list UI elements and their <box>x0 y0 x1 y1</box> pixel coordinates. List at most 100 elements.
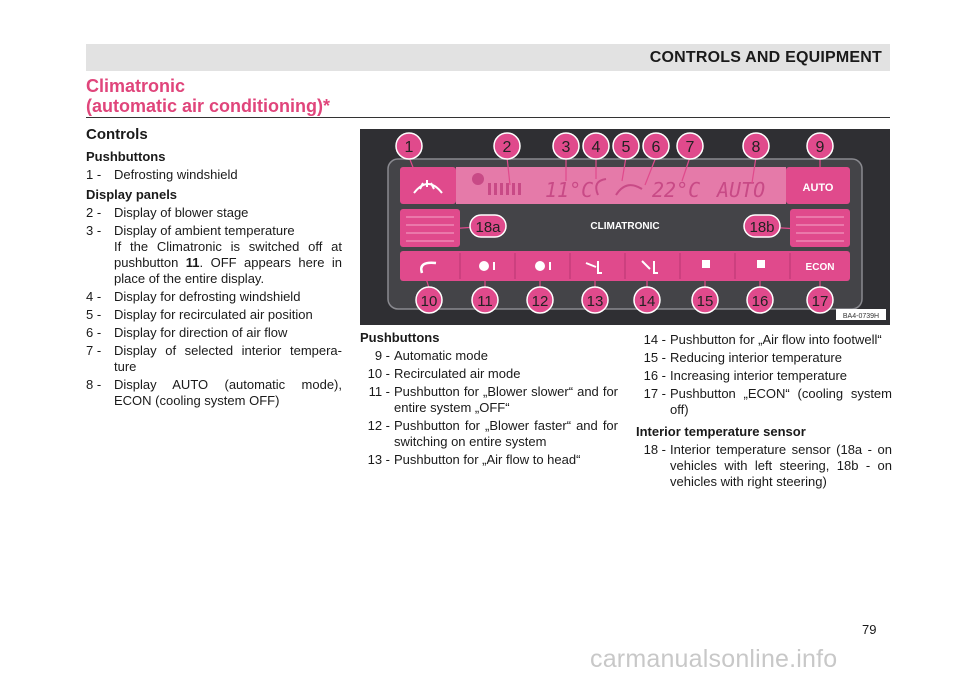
display-panels-heading: Display panels <box>86 187 178 202</box>
callout-13: 13 <box>581 286 609 314</box>
item-text: Display of selected interior tempera- tu… <box>114 343 342 374</box>
callout-1: 1 <box>395 132 423 160</box>
item-text: Pushbutton for „Air flow into footwell“ <box>670 332 882 347</box>
item-number: 10 - <box>367 366 390 381</box>
list-item: 6 - Display for direction of air flow <box>86 325 342 341</box>
page-title: Climatronic (automatic air conditioning)… <box>86 76 330 116</box>
callout-3: 3 <box>552 132 580 160</box>
callout-label: 15 <box>697 293 714 310</box>
sensor-grille-right <box>790 209 850 247</box>
callout-18a: 18a <box>469 214 507 238</box>
list-item: 16 - Increasing interior temperature <box>636 368 892 384</box>
item-number: 5 - <box>86 307 102 322</box>
callout-label: 6 <box>652 139 661 156</box>
callout-10: 10 <box>415 286 443 314</box>
ambient-temperature-display: 11°C <box>545 178 593 202</box>
callout-4: 4 <box>582 132 610 160</box>
callout-9: 9 <box>806 132 834 160</box>
item-text: Display of ambient temperature If the Cl… <box>114 223 342 287</box>
item-number: 2 - <box>86 205 102 220</box>
list-item: 15 -Reducing interior temperature <box>636 350 892 366</box>
list-item: 9 - Automatic mode <box>360 348 618 364</box>
list-item: 11 -Pushbutton for „Blower slower“ and f… <box>360 384 618 416</box>
temperature-up-icon <box>757 260 765 268</box>
list-item: 12 -Pushbutton for „Blower faster“ and f… <box>360 418 618 450</box>
callout-18b: 18b <box>743 214 781 238</box>
callout-5: 5 <box>612 132 640 160</box>
item-number: 9 - <box>374 348 390 363</box>
sensor-heading: Interior temperature sensor <box>636 424 806 439</box>
auto-button <box>786 167 850 204</box>
item-text: Recirculated air mode <box>394 366 521 381</box>
air-direction-icon <box>595 178 643 196</box>
list-item: 10 - Recirculated air mode <box>360 366 618 382</box>
list-item: 18 -Interior temperature sensor (18a - o… <box>636 442 892 490</box>
pushbuttons-heading: Pushbuttons <box>86 149 166 164</box>
item-text: Automatic mode <box>394 348 488 363</box>
title-line-1: Climatronic <box>86 76 186 96</box>
callout-label: 5 <box>622 139 631 156</box>
blower-faster-icon <box>535 261 551 271</box>
defrost-icon <box>413 180 443 194</box>
grille-lines-left <box>406 216 454 242</box>
list-item: 5 - Display for recirculated air positio… <box>86 307 342 323</box>
callout-label: 16 <box>752 293 769 310</box>
callout-label: 7 <box>686 139 695 156</box>
item-text: Pushbutton for „Blower slower“ and for e… <box>394 384 618 415</box>
callout-11: 11 <box>471 286 499 314</box>
lcd-display <box>456 167 786 204</box>
list-item: 4 - Display for defrosting windshield <box>86 289 342 305</box>
blower-slower-icon <box>479 261 495 271</box>
auto-mode-display: AUTO <box>715 178 765 202</box>
item-text: Increasing interior temperature <box>670 368 848 383</box>
callout-label: 2 <box>503 139 512 156</box>
grille-lines-right <box>796 216 844 242</box>
item-number: 8 - <box>86 377 102 392</box>
extra-bold: 11 <box>185 255 200 270</box>
controls-heading: Controls <box>86 126 148 143</box>
item-text: Pushbutton for „Air flow to head“ <box>394 452 581 467</box>
callout-2: 2 <box>493 132 521 160</box>
item-text-extra: If the Climatronic is switched off at pu… <box>114 239 342 287</box>
callout-label: 12 <box>532 293 549 310</box>
item-text: Display for recirculated air position <box>114 307 313 322</box>
item-text: Display for direction of air flow <box>114 325 288 340</box>
button-dividers <box>459 253 791 279</box>
recirculation-icon <box>420 261 437 274</box>
item-number: 13 - <box>367 452 390 467</box>
callout-label: 18a <box>475 219 501 236</box>
item-number: 16 - <box>643 368 666 383</box>
callout-label: 17 <box>812 293 829 310</box>
callout-label: 18b <box>749 219 774 236</box>
blower-stage-bars <box>488 183 521 195</box>
pushbuttons-column: Pushbuttons 9 - Automatic mode 10 - Recirc… <box>360 330 618 470</box>
list-item: 1 - Defrosting windshield <box>86 167 342 183</box>
air-to-head-icon <box>585 261 602 274</box>
item-number: 6 - <box>86 325 102 340</box>
extra-text: . OFF appears here in place of the entir… <box>114 255 343 286</box>
item-text: Display of blower stage <box>114 205 249 220</box>
climatronic-panel-figure: AUTO 11°C 22°C AUTO CLIMATRONIC ECON <box>360 129 890 325</box>
pushbuttons-heading-2: Pushbuttons <box>360 330 440 345</box>
item-number: 3 - <box>86 223 102 238</box>
callout-8: 8 <box>742 132 770 160</box>
item-text: Display AUTO (automatic mode), ECON (coo… <box>114 377 342 408</box>
callout-leader-lines <box>408 156 821 289</box>
callout-label: 9 <box>816 139 825 156</box>
watermark: carmanualsonline.info <box>590 645 838 673</box>
callout-14: 14 <box>633 286 661 314</box>
callout-12: 12 <box>526 286 554 314</box>
callout-6: 6 <box>642 132 670 160</box>
callout-label: 14 <box>639 293 656 310</box>
callout-label: 11 <box>477 293 493 310</box>
list-item: 7 - Display of selected interior tempera… <box>86 343 342 375</box>
list-item: 17 -Pushbutton „ECON“ (cooling system of… <box>636 386 892 418</box>
controls-column: Controls Pushbuttons 1 - Defrosting wind… <box>86 127 342 411</box>
section-header: CONTROLS AND EQUIPMENT <box>86 44 890 71</box>
sensor-grille-left <box>400 209 460 247</box>
item-number: 18 - <box>643 442 666 457</box>
item-number: 14 - <box>643 332 666 347</box>
list-item: 3 - Display of ambient temperature If th… <box>86 223 342 287</box>
figure-code-box <box>836 309 886 320</box>
list-item: 2 - Display of blower stage <box>86 205 342 221</box>
